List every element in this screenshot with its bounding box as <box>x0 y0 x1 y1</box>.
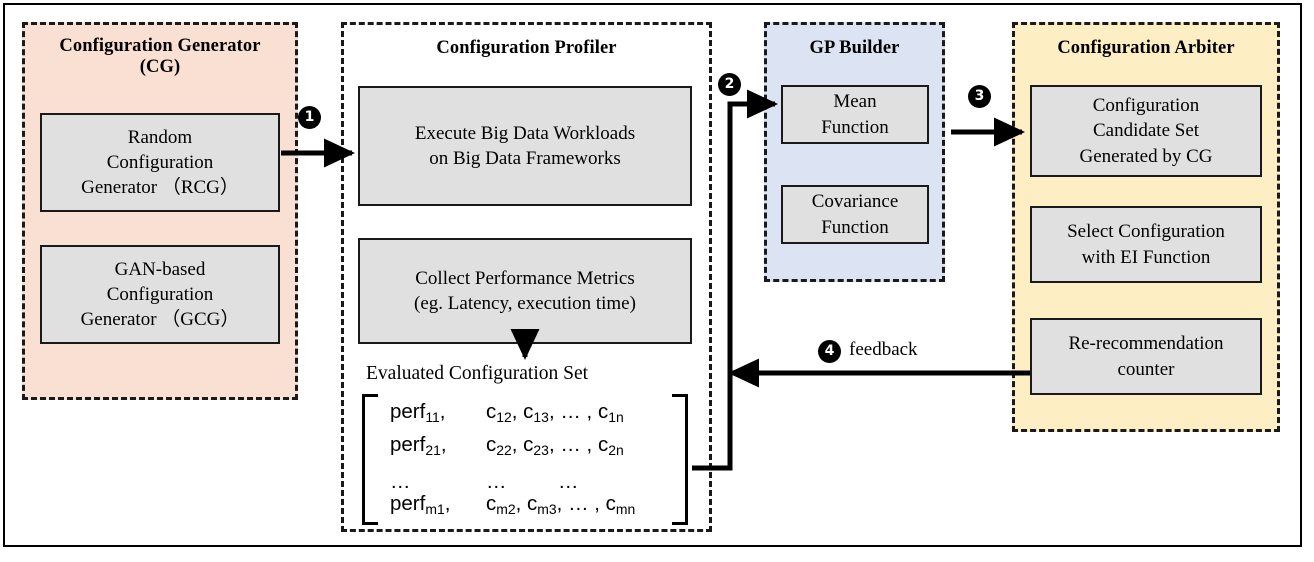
evaluated-configuration-matrix: perf11,c12, c13, … , c1n perf21,c22, c23… <box>362 394 692 529</box>
badge-step-3: 3 <box>968 85 991 108</box>
m-r2-b-sub: 22 <box>496 441 512 458</box>
m-r1-c-sub: 13 <box>533 408 549 425</box>
collect-line-2: (eg. Latency, execution time) <box>414 293 636 314</box>
badge-step-2: 2 <box>718 73 741 96</box>
rcg-line-2: Configuration <box>106 151 214 173</box>
m-r1-a: perf <box>390 400 426 423</box>
m-r4-b: c <box>486 492 497 515</box>
badge-step-4: 4 <box>818 340 841 363</box>
box-re-recommendation-counter[interactable]: Re-recommendation counter <box>1030 318 1262 395</box>
m-r4-e-sub: mn <box>615 500 636 517</box>
m-r4-a: perf <box>390 492 426 515</box>
panel-title-gp-builder: GP Builder <box>764 38 945 59</box>
execute-line-1: Execute Big Data Workloads <box>414 122 636 144</box>
covariance-line-1: Covariance <box>811 191 899 213</box>
panel-title-configuration-generator: Configuration Generator (CG) <box>22 36 298 77</box>
m-r4-b-sub: m2 <box>496 500 516 517</box>
select-line-1: Select Configuration <box>1067 221 1225 243</box>
rcg-line-3: Generator （RCG） <box>81 177 239 199</box>
m-r4-c: c <box>527 492 538 515</box>
box-covariance-function[interactable]: Covariance Function <box>781 185 929 244</box>
rerec-line-2: counter <box>1117 358 1175 380</box>
execute-line-2: on Big Data Frameworks <box>429 148 621 169</box>
profiler-title-line1: Configuration Profiler <box>436 38 617 58</box>
matrix-bracket-right <box>672 394 688 525</box>
box-random-configuration-generator[interactable]: Random Configuration Generator （RCG） <box>40 113 280 212</box>
m-r2-e: c <box>597 433 609 456</box>
box-configuration-candidate-set[interactable]: Configuration Candidate Set Generated by… <box>1030 85 1262 177</box>
m-r1-b: c <box>486 400 497 423</box>
matrix-row-1: perf11,c12, c13, … , c1n <box>390 400 624 425</box>
matrix-row-2: perf21,c22, c23, … , c2n <box>390 433 624 458</box>
cg-title-line2: (CG) <box>139 56 181 77</box>
matrix-row-4: perfm1,cm2, cm3, … , cmn <box>390 492 636 517</box>
m-r1-c: c <box>523 400 534 423</box>
box-collect-performance-metrics[interactable]: Collect Performance Metrics (eg. Latency… <box>358 238 692 344</box>
m-r2-e-sub: 2n <box>608 441 624 458</box>
m-r2-c-sub: 23 <box>533 441 549 458</box>
rerec-line-1: Re-recommendation <box>1068 333 1224 355</box>
gcg-line-2: Configuration <box>106 283 214 305</box>
m-r1-a-sub: 11 <box>425 408 440 425</box>
m-r1-e: c <box>597 400 609 423</box>
arbiter-title-line1: Configuration Arbiter <box>1057 38 1235 58</box>
mean-line-1: Mean <box>833 91 877 113</box>
matrix-ellipsis-3: … <box>558 470 580 493</box>
m-r2-d: … , <box>560 433 593 456</box>
m-r1-d: … , <box>560 400 593 423</box>
gp-title-line1: GP Builder <box>809 38 900 58</box>
box-mean-function[interactable]: Mean Function <box>781 85 929 144</box>
m-r1-b-sub: 12 <box>496 408 512 425</box>
m-r2-a-sub: 21 <box>425 441 441 458</box>
matrix-ellipsis-1: … <box>390 470 412 493</box>
covariance-line-2: Function <box>821 216 889 238</box>
m-r4-d: … , <box>568 492 600 515</box>
gcg-line-3: Generator （GCG） <box>80 309 240 331</box>
cg-title-line1: Configuration Generator <box>59 36 261 56</box>
m-r1-e-sub: 1n <box>608 408 624 425</box>
matrix-ellipsis-2: … <box>486 470 508 493</box>
m-r4-a-sub: m1 <box>425 500 445 517</box>
matrix-bracket-left <box>362 394 378 525</box>
outer-frame <box>3 3 1302 547</box>
panel-title-configuration-profiler: Configuration Profiler <box>341 38 712 59</box>
select-line-2: with EI Function <box>1081 246 1211 268</box>
box-gan-based-configuration-generator[interactable]: GAN-based Configuration Generator （GCG） <box>40 245 280 344</box>
collect-line-1: Collect Performance Metrics <box>415 267 635 289</box>
candidate-line-1: Configuration <box>1092 95 1200 117</box>
rcg-line-1: Random <box>127 126 193 148</box>
panel-title-configuration-arbiter: Configuration Arbiter <box>1012 38 1280 59</box>
gcg-line-1: GAN-based <box>114 258 206 280</box>
badge-step-1: 1 <box>298 106 321 129</box>
m-r4-c-sub: m3 <box>537 500 557 517</box>
m-r2-c: c <box>523 433 534 456</box>
m-r4-e: c <box>605 492 616 515</box>
m-r2-a: perf <box>390 433 426 456</box>
mean-line-2: Function <box>821 116 889 138</box>
box-execute-workloads[interactable]: Execute Big Data Workloads on Big Data F… <box>358 86 692 206</box>
candidate-line-2: Candidate Set <box>1092 120 1200 142</box>
box-select-configuration-ei[interactable]: Select Configuration with EI Function <box>1030 206 1262 283</box>
m-r2-b: c <box>486 433 497 456</box>
feedback-label: feedback <box>849 339 918 360</box>
candidate-line-3: Generated by CG <box>1079 145 1213 167</box>
evaluated-configuration-set-label: Evaluated Configuration Set <box>366 363 589 384</box>
